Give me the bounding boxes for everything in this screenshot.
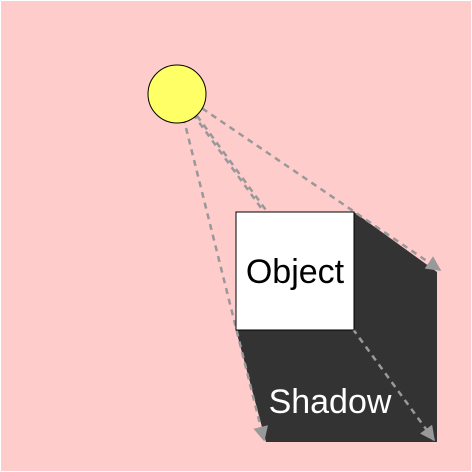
ray-bottom-left <box>176 95 269 442</box>
shadow-label: Shadow <box>269 383 392 421</box>
light-source-icon <box>147 64 207 124</box>
object-label: Object <box>246 253 345 291</box>
object-box <box>235 211 355 331</box>
ray-top-right <box>183 94 442 272</box>
